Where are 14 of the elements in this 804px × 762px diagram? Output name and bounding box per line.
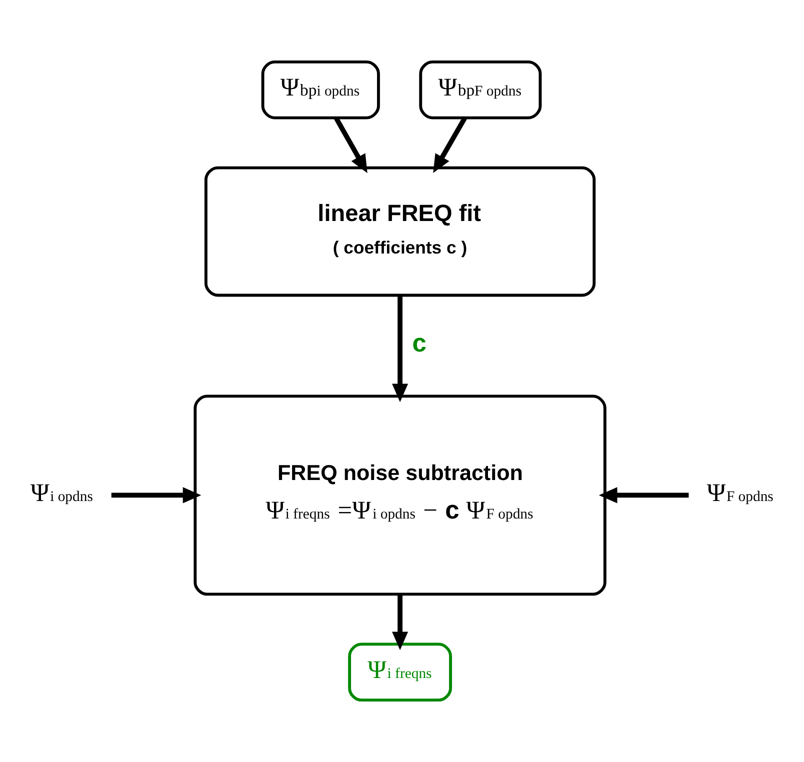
node-box: FREQ noise subtraction Ψi freqns =Ψi opdns − c ΨF opdns	[194, 394, 606, 596]
arrow	[392, 296, 408, 402]
arrow	[392, 594, 408, 650]
arrow	[334, 116, 368, 174]
node-box: Ψbpi opdns	[261, 60, 380, 120]
node-text: Ψi opdns	[30, 478, 93, 507]
arrow	[598, 487, 689, 504]
arrow	[433, 116, 467, 174]
arrow	[111, 487, 202, 504]
edge-label: c	[412, 329, 426, 358]
node-box: Ψi freqns	[348, 642, 452, 702]
node-box: linear FREQ fit ( coefficients c )	[204, 166, 596, 297]
node-text: ΨF opdns	[706, 478, 774, 507]
node-box: ΨbpF opdns	[419, 60, 542, 120]
